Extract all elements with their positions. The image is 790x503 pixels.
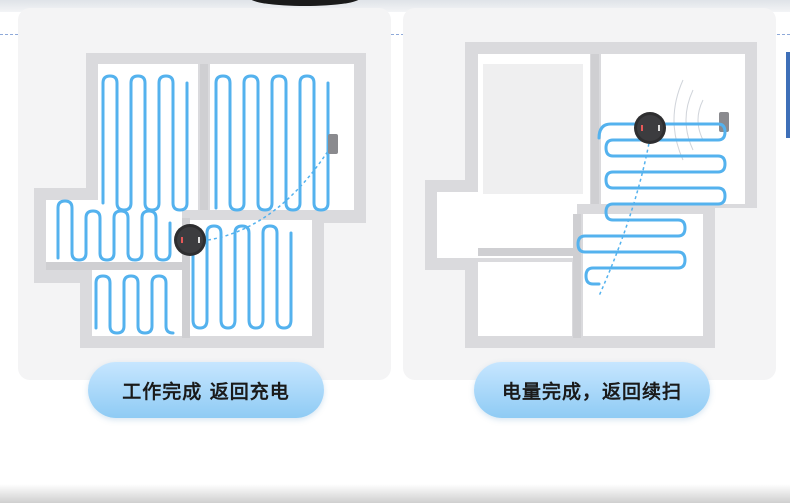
right-walls [425,42,757,348]
right-floor-plan [425,42,757,348]
right-edge-accent [786,52,790,138]
left-status-caption: 工作完成 返回充电 [88,362,324,418]
left-floor-plan [34,53,366,348]
charging-dock-icon [328,134,338,154]
dock-signal-icon [673,79,704,161]
charging-dock-icon [719,112,729,132]
right-resume-path [598,131,652,297]
robot-vacuum-icon [634,112,666,144]
right-map-panel [403,8,776,380]
left-map-panel [18,8,391,380]
top-device-edge [250,0,360,6]
bottom-shadow [0,484,790,503]
left-cleaning-path [56,74,330,335]
right-cleaning-path [576,122,727,286]
left-walls [34,53,366,348]
left-return-path [207,147,331,241]
dashed-guide-line [0,34,790,35]
robot-vacuum-icon [174,224,206,256]
right-status-caption: 电量完成，返回续扫 [474,362,710,418]
